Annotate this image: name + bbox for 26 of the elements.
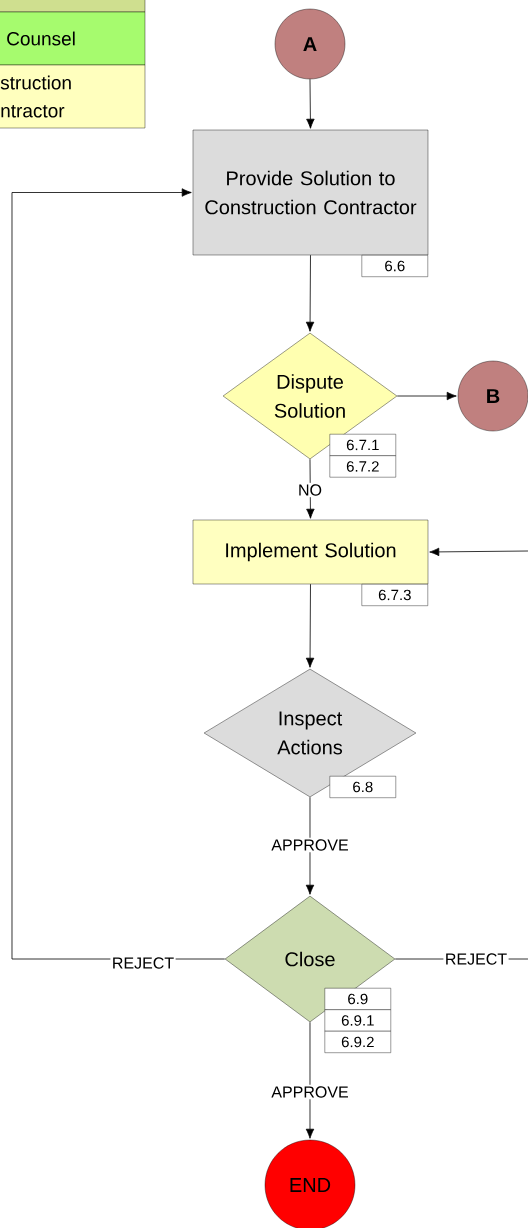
- reference-tag: 6.8: [329, 776, 396, 798]
- reference-tag: 6.6: [361, 255, 428, 277]
- edge-label: APPROVE: [271, 839, 348, 851]
- arrow: [305, 254, 315, 332]
- reference-tag: 6.9: [324, 988, 391, 1010]
- reference-tag: 6.9.1: [324, 1009, 391, 1032]
- reference-tag: 6.9.2: [324, 1031, 391, 1053]
- edge-label: REJECT: [446, 953, 507, 965]
- legend-cell: Counsel: [0, 11, 146, 66]
- arrow: [11, 188, 226, 960]
- arrow: [306, 458, 315, 519]
- edge-label: APPROVE: [271, 1086, 348, 1098]
- edge-label: NO: [299, 484, 322, 496]
- legend-cell: struction ntractor: [0, 64, 146, 129]
- process-box: Implement Solution: [192, 519, 429, 585]
- reference-tag: 6.7.1: [329, 434, 396, 456]
- process-box: Provide Solution to Construction Contractor: [192, 129, 429, 256]
- arrow: [429, 547, 528, 557]
- arrow: [305, 583, 315, 668]
- arrow: [396, 391, 457, 401]
- arrow: [305, 796, 315, 895]
- arrow: [305, 1021, 315, 1139]
- reference-tag: 6.7.3: [361, 584, 428, 606]
- arrow: [306, 78, 315, 129]
- edge-label: REJECT: [113, 957, 174, 969]
- reference-tag: 6.7.2: [329, 455, 396, 478]
